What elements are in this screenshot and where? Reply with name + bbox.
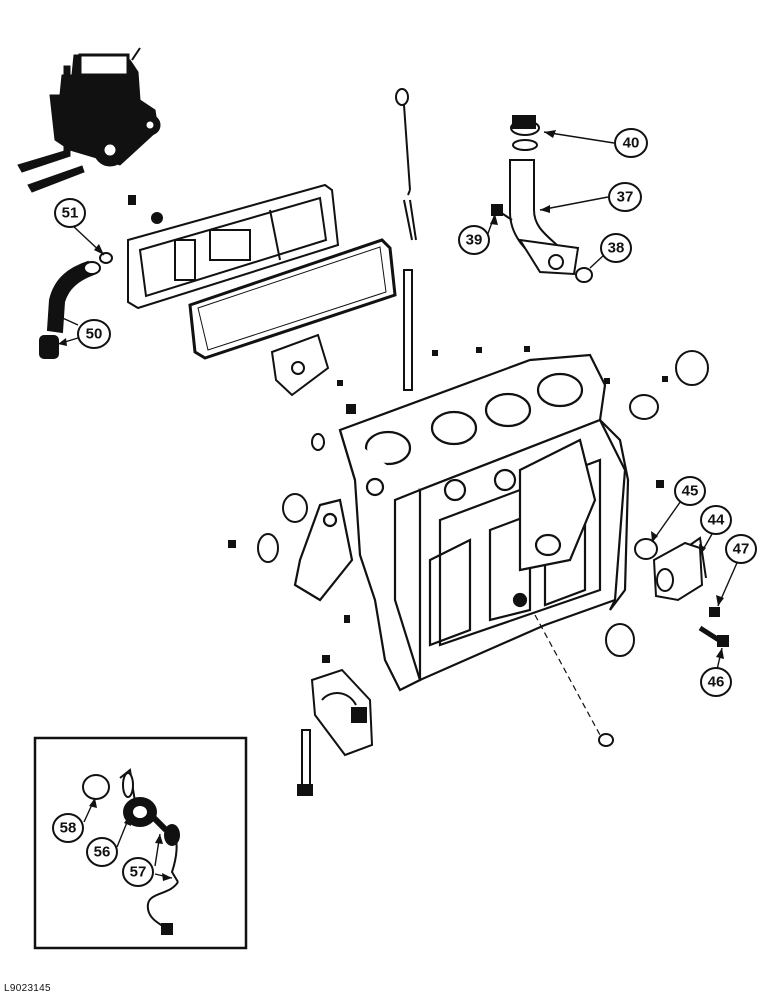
callout-50-label: 50 xyxy=(86,326,103,343)
bearing-cap-bolt xyxy=(297,729,313,796)
callout-38: 38 xyxy=(600,233,632,263)
callout-44: 44 xyxy=(700,505,732,535)
filler-tube-o-ring xyxy=(575,267,593,283)
callout-40: 40 xyxy=(614,128,648,158)
callout-45-label: 45 xyxy=(682,483,699,500)
core-plug xyxy=(257,350,709,747)
inset-box xyxy=(33,736,248,950)
cover-bolt xyxy=(128,195,163,224)
main-bearing-cap xyxy=(310,668,374,757)
callout-45: 45 xyxy=(674,476,706,506)
oil-filler-tube xyxy=(509,159,580,276)
callout-57: 57 xyxy=(122,857,154,887)
filler-tube-bolt xyxy=(491,204,513,221)
hose-clamp xyxy=(99,252,113,264)
engine-block xyxy=(293,353,630,692)
callout-40-label: 40 xyxy=(623,135,640,152)
pump-cover-bolt xyxy=(698,607,729,647)
oil-filler-cap xyxy=(510,115,540,151)
callout-57-label: 57 xyxy=(130,864,147,881)
callout-56: 56 xyxy=(86,837,118,867)
forklift-icon xyxy=(17,47,161,193)
callout-47-label: 47 xyxy=(733,541,750,558)
callout-38-label: 38 xyxy=(608,240,625,257)
dipstick xyxy=(395,88,417,391)
drain-leader-line xyxy=(534,614,601,736)
reference-code: L9023145 xyxy=(4,983,51,994)
callout-39-label: 39 xyxy=(466,232,483,249)
callout-46-label: 46 xyxy=(708,674,725,691)
callout-37: 37 xyxy=(608,182,642,212)
callout-37-label: 37 xyxy=(617,189,634,206)
side-cover-plate xyxy=(127,183,340,310)
cover-plate-small xyxy=(270,333,330,397)
callout-46: 46 xyxy=(700,667,732,697)
block-heater xyxy=(82,768,169,833)
callout-47: 47 xyxy=(725,534,757,564)
callout-44-label: 44 xyxy=(708,512,725,529)
water-pump-cover xyxy=(652,536,707,602)
side-cover-gasket xyxy=(188,238,397,360)
callout-39: 39 xyxy=(458,225,490,255)
callout-50: 50 xyxy=(77,319,111,349)
callout-58: 58 xyxy=(52,813,84,843)
pump-o-ring xyxy=(634,538,658,560)
block-dowel xyxy=(228,346,668,663)
callout-56-label: 56 xyxy=(94,844,111,861)
callout-51: 51 xyxy=(54,198,86,228)
leader-arrowheads xyxy=(56,130,724,881)
heater-cord xyxy=(146,824,180,935)
callout-58-label: 58 xyxy=(60,820,77,837)
callout-51-label: 51 xyxy=(62,205,79,222)
